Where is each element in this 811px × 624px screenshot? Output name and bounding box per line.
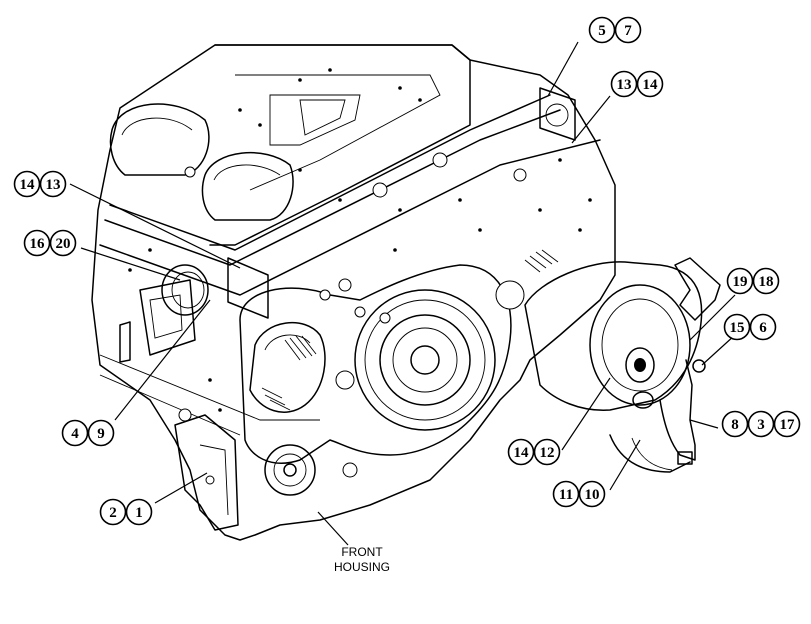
callout-14-12: 14 12 <box>507 438 561 466</box>
callout-number: 20 <box>56 236 71 252</box>
callout-number: 15 <box>730 320 745 336</box>
callout-number: 17 <box>780 417 796 433</box>
callout-number: 3 <box>757 417 765 433</box>
front-housing-label: FRONT HOUSING <box>334 545 390 574</box>
callout-number: 4 <box>71 426 79 442</box>
callout-19-18: 19 18 <box>726 267 780 295</box>
callout-number: 18 <box>759 274 774 290</box>
callout-number: 8 <box>731 417 739 433</box>
engine-block-drawing <box>91 44 616 541</box>
label-line-2: HOUSING <box>334 560 390 574</box>
callout-number: 14 <box>643 77 659 93</box>
callout-number: 19 <box>733 274 748 290</box>
callout-2-1: 2 1 <box>99 498 153 526</box>
callout-number: 13 <box>46 177 61 193</box>
callout-number: 14 <box>514 445 530 461</box>
leader-lines <box>69 41 736 546</box>
callout-number: 11 <box>559 487 573 503</box>
callout-11-10: 11 10 <box>552 480 606 508</box>
callout-number: 2 <box>109 505 117 521</box>
callout-8-3-17: 8 3 17 <box>721 410 801 438</box>
callout-number: 5 <box>598 23 606 39</box>
callout-number: 7 <box>624 23 632 39</box>
turbocharger-assembly-drawing <box>524 257 721 473</box>
callout-16-20: 16 20 <box>23 229 77 257</box>
callout-15-6: 15 6 <box>723 313 777 341</box>
callout-number: 12 <box>540 445 555 461</box>
callout-4-9: 4 9 <box>61 419 115 447</box>
callout-number: 16 <box>30 236 46 252</box>
callout-13-14-top: 13 14 <box>610 70 664 98</box>
callout-number: 13 <box>617 77 632 93</box>
callout-number: 1 <box>135 505 143 521</box>
callout-5-7: 5 7 <box>588 16 642 44</box>
callout-number: 9 <box>97 426 105 442</box>
callout-number: 6 <box>759 320 767 336</box>
callout-number: 14 <box>20 177 36 193</box>
callout-14-13-left: 14 13 <box>13 170 67 198</box>
callout-number: 10 <box>585 487 600 503</box>
label-line-1: FRONT <box>341 545 383 559</box>
